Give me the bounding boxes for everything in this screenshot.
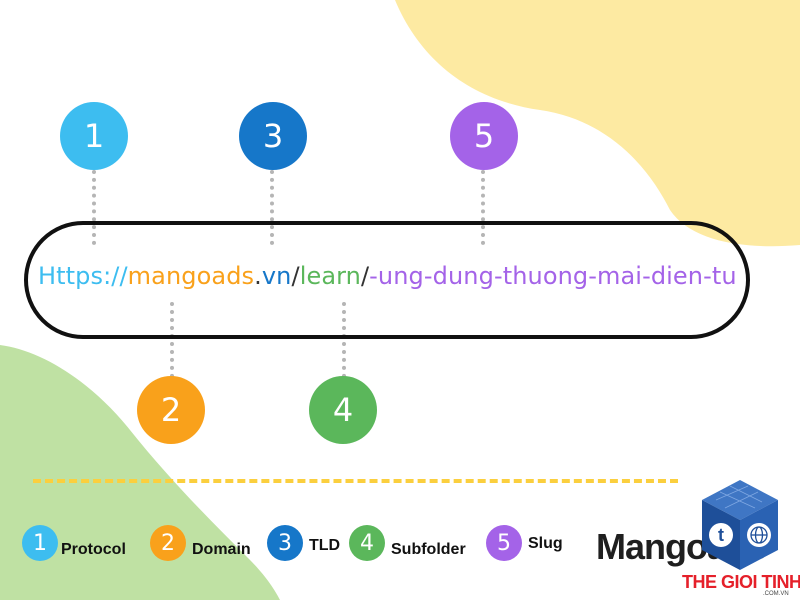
legend-item-protocol: 1 Protocol bbox=[22, 525, 126, 561]
thegioitinhoc-cube-icon: t bbox=[702, 480, 778, 570]
thegioitinhoc-domain: .COM.VN bbox=[763, 591, 789, 597]
legend-marker: 5 bbox=[486, 525, 522, 561]
legend-marker: 3 bbox=[267, 525, 303, 561]
url-capsule bbox=[24, 221, 750, 339]
marker-domain: 2 bbox=[137, 376, 205, 444]
url-dot: . bbox=[254, 262, 262, 290]
url-slug: -ung-dung-thuong-mai-dien-tu bbox=[369, 262, 737, 290]
url-text: Https://mangoads.vn/learn/-ung-dung-thuo… bbox=[38, 262, 737, 290]
legend-label: Subfolder bbox=[391, 541, 466, 558]
dashed-divider bbox=[33, 479, 678, 483]
url-slash: / bbox=[291, 262, 300, 290]
legend-item-tld: 3 TLD bbox=[267, 525, 340, 561]
legend-item-domain: 2 Domain bbox=[150, 525, 251, 561]
marker-protocol: 1 bbox=[60, 102, 128, 170]
legend-marker: 2 bbox=[150, 525, 186, 561]
legend-marker: 4 bbox=[349, 525, 385, 561]
legend-label: Protocol bbox=[61, 541, 126, 558]
url-protocol: Https:// bbox=[38, 262, 128, 290]
url-domain: mangoads bbox=[127, 262, 255, 290]
connector-slug bbox=[481, 170, 485, 245]
legend-item-subfolder: 4 Subfolder bbox=[349, 525, 466, 561]
legend-label: Domain bbox=[192, 541, 251, 558]
url-subfolder: learn bbox=[299, 262, 361, 290]
marker-slug: 5 bbox=[450, 102, 518, 170]
legend-label: TLD bbox=[309, 537, 341, 554]
legend-marker: 1 bbox=[22, 525, 58, 561]
cube-letter: t bbox=[718, 525, 724, 545]
legend-item-slug: 5 Slug bbox=[486, 525, 563, 561]
connector-tld bbox=[270, 170, 274, 245]
marker-tld: 3 bbox=[239, 102, 307, 170]
marker-subfolder: 4 bbox=[309, 376, 377, 444]
connector-domain bbox=[170, 302, 174, 378]
connector-protocol bbox=[92, 170, 96, 245]
url-slash: / bbox=[360, 262, 370, 290]
legend-label: Slug bbox=[528, 535, 563, 552]
thegioitinhoc-watermark: THE GIOI TINHOC bbox=[682, 572, 800, 592]
url-tld: vn bbox=[261, 262, 292, 290]
connector-subfolder bbox=[342, 302, 346, 378]
